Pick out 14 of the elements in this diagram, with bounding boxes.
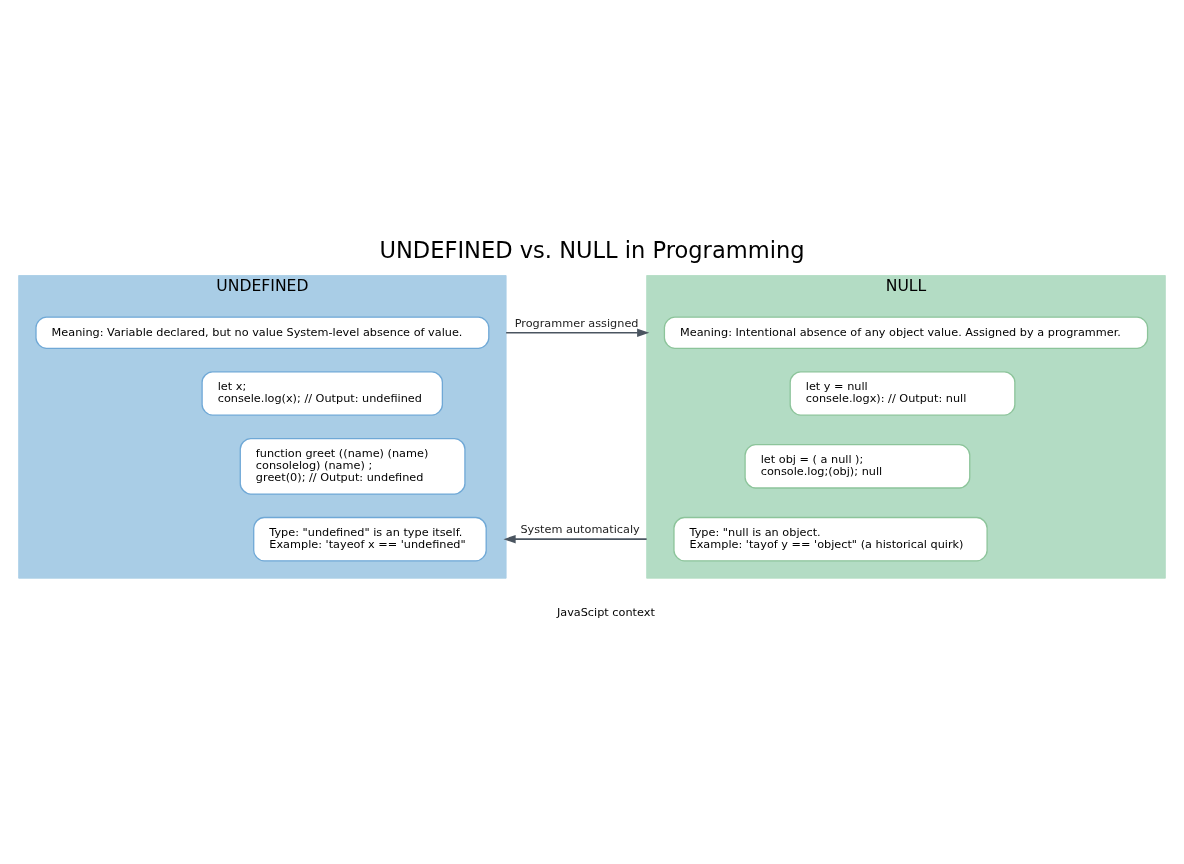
node-box: function greet ((name) (name) consolelog) (name) ; greet(0); // Output: undefined xyxy=(239,437,466,495)
node-box: Meaning: Intentional absence of any object value. Assigned by a programmer. xyxy=(663,316,1149,349)
node-box: let x; consele.log(x); // Output: undefiined xyxy=(201,370,444,416)
node-box: Type: "null is an object. Example: 'tayof y == 'object" (a historical quirk) xyxy=(673,516,988,561)
arrow xyxy=(503,534,648,543)
diagram-title: UNDEFINED vs. NULL in Programming xyxy=(379,236,805,263)
node-box: Meaning: Variable declared, but no value System-level absence of value. xyxy=(35,316,490,349)
arrow xyxy=(505,328,650,337)
caption: JavaScipt context xyxy=(556,605,655,619)
node-box: Type: "undefined" is an type itself. Example: 'tayeof x == 'undefined" xyxy=(253,516,487,561)
edge-label: System automaticaly xyxy=(520,522,640,536)
node-box: let obj = ( a null ); console.log;(obj); null xyxy=(744,443,971,489)
edge-label: Programmer assigned xyxy=(514,316,639,330)
node-box: let y = null consele.logx): // Output: null xyxy=(789,370,1016,416)
